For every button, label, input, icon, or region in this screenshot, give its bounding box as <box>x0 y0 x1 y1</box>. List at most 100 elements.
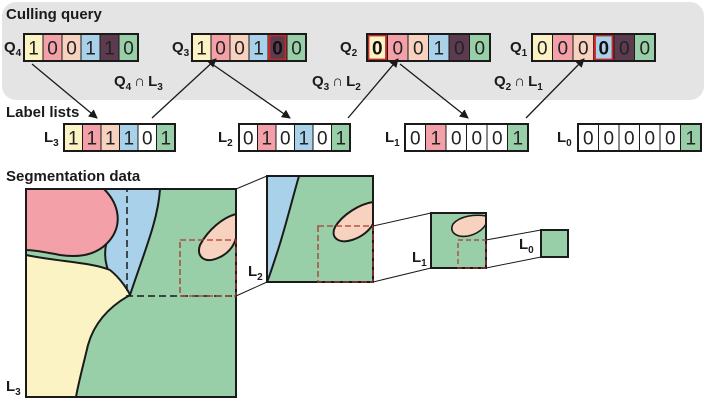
bit-value: 0 <box>410 129 421 150</box>
vector-outline <box>577 123 702 152</box>
level-label-l3: L3 <box>6 378 21 398</box>
bit-value: 1 <box>512 129 523 150</box>
vector-outline <box>366 33 491 62</box>
highlight-outline <box>367 34 388 62</box>
vector-outline <box>531 33 656 62</box>
vector-outline <box>238 123 351 152</box>
bit-value: 0 <box>280 129 291 150</box>
bit-value: 0 <box>142 129 153 150</box>
bit-value: 0 <box>598 39 609 60</box>
bit-value: 0 <box>413 39 424 60</box>
bit-value: 0 <box>47 39 58 60</box>
culling-query-heading: Culling query <box>6 6 102 23</box>
bit-value: 1 <box>430 129 441 150</box>
bit-value: 0 <box>123 39 134 60</box>
bit-value: 1 <box>104 39 115 60</box>
label-list-label: L1 <box>385 129 400 149</box>
bit-value: 0 <box>492 129 503 150</box>
vector-outline <box>63 123 176 152</box>
culling-query-panel <box>2 2 704 100</box>
bit-value: 1 <box>433 39 444 60</box>
bit-value: 0 <box>557 39 568 60</box>
query-label: Q4 <box>4 39 22 59</box>
region-yellow <box>26 253 132 397</box>
bit-value: 0 <box>619 39 630 60</box>
bit-value: 0 <box>578 39 589 60</box>
arrow-q4-to-l3 <box>31 63 98 119</box>
segmentation-map-l3 <box>25 188 237 398</box>
level-label-l1: L1 <box>412 249 427 269</box>
bit-value: 1 <box>68 129 79 150</box>
region-salmon <box>198 212 236 262</box>
bit-value: 0 <box>234 39 245 60</box>
label-list-label: L3 <box>44 129 59 149</box>
highlight-outline <box>268 34 288 62</box>
zoom-window-l3-red <box>179 239 237 297</box>
highlight-outline <box>593 34 615 62</box>
bit-value: 0 <box>583 129 594 150</box>
level-label-l0: L0 <box>519 236 534 256</box>
operation-q3-and-l2: Q3∩L2 <box>312 73 361 93</box>
bit-value: 1 <box>253 39 264 60</box>
label-list-label: L0 <box>557 129 572 149</box>
arrow-q2-to-l1 <box>399 63 469 119</box>
segmentation-map-l0 <box>540 229 569 258</box>
bit-value: 1 <box>160 129 171 150</box>
operation-q2-and-l1: Q2∩L1 <box>494 73 543 93</box>
segmentation-map-l1 <box>430 212 487 269</box>
bit-value: 0 <box>66 39 77 60</box>
bit-value: 0 <box>454 39 465 60</box>
bit-value: 0 <box>392 39 403 60</box>
bit-value: 0 <box>624 129 635 150</box>
region-red <box>26 189 119 258</box>
bit-value: 1 <box>335 129 346 150</box>
bit-value: 0 <box>243 129 254 150</box>
bit-value: 1 <box>105 129 116 150</box>
bit-value: 0 <box>317 129 328 150</box>
arrow-l2-to-q2 <box>347 58 399 119</box>
vector-outline <box>404 123 529 152</box>
bit-value: 1 <box>86 129 97 150</box>
bit-value: 1 <box>123 129 134 150</box>
level-label-l2: L2 <box>248 263 263 283</box>
vector-outline <box>23 33 139 62</box>
query-label: Q2 <box>340 39 358 59</box>
arrow-l3-to-q3 <box>151 58 217 119</box>
bit-value: 0 <box>537 39 548 60</box>
arrow-q3-to-l2 <box>211 63 291 119</box>
bit-value: 0 <box>603 129 614 150</box>
query-label: Q1 <box>510 39 528 59</box>
bit-value: 0 <box>639 39 650 60</box>
bit-value: 0 <box>272 39 283 60</box>
bit-value: 1 <box>196 39 207 60</box>
arrow-l1-to-q1 <box>525 58 585 119</box>
bit-value: 0 <box>471 129 482 150</box>
bit-value: 1 <box>28 39 39 60</box>
zoom-connectors <box>235 175 542 297</box>
query-label: Q3 <box>172 39 190 59</box>
vector-outline <box>191 33 307 62</box>
segmentation-map-l2 <box>266 175 374 283</box>
bit-value: 0 <box>451 129 462 150</box>
bit-value: 0 <box>644 129 655 150</box>
bit-value: 1 <box>685 129 696 150</box>
bit-value: 0 <box>474 39 485 60</box>
label-lists-heading: Label lists <box>6 104 79 121</box>
bit-value: 0 <box>665 129 676 150</box>
bit-value: 0 <box>215 39 226 60</box>
bit-value: 1 <box>298 129 309 150</box>
bit-value: 0 <box>291 39 302 60</box>
operation-q4-and-l3: Q4∩L3 <box>114 73 163 93</box>
bit-value: 1 <box>261 129 272 150</box>
bit-value: 1 <box>85 39 96 60</box>
